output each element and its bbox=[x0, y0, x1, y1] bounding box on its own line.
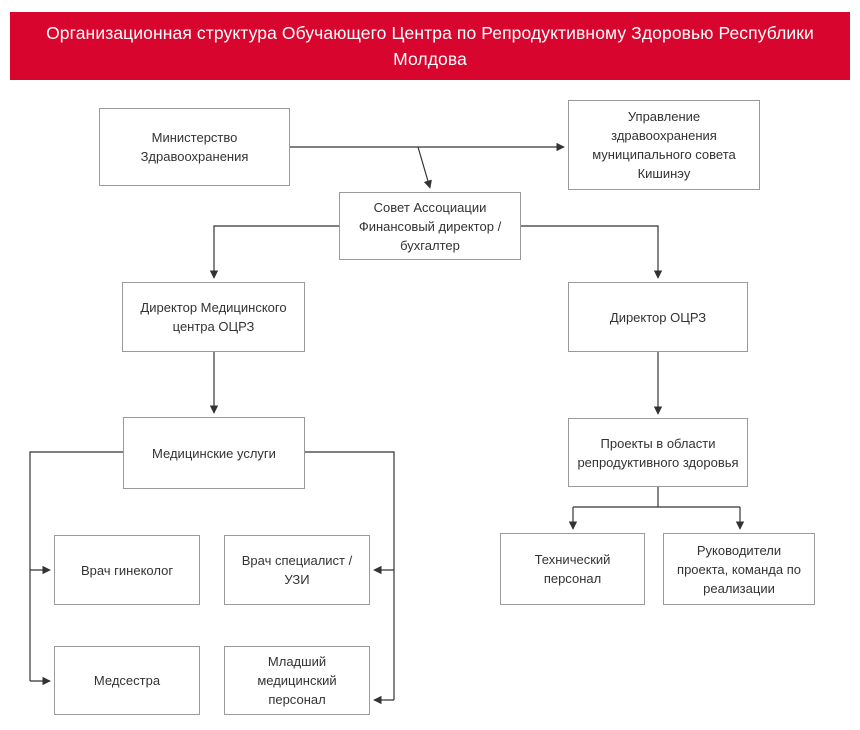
node-reproductive-health-projects-label: Проекты в области репродуктивного здоров… bbox=[577, 435, 739, 470]
node-association-council-label: Совет Ассоциации Финансовый директор / б… bbox=[358, 199, 502, 253]
edge-council-to-ocrz-director bbox=[521, 225, 663, 279]
node-medical-center-director-label: Директор Медицинского центра ОЦРЗ bbox=[140, 300, 287, 334]
node-specialist-ultrasound-label: Врач специалист / УЗИ bbox=[241, 553, 353, 587]
node-ministry-label: Министерство Здравоохранения bbox=[140, 130, 249, 164]
node-project-leaders-label: Руководители проекта, команда по реализа… bbox=[677, 542, 801, 596]
edge-medical-services-right-spine bbox=[305, 451, 395, 700]
node-nurse[interactable]: Медсестра bbox=[54, 646, 200, 715]
node-medical-center-director[interactable]: Директор Медицинского центра ОЦРЗ bbox=[122, 282, 305, 352]
node-gynecologist-label: Врач гинеколог bbox=[80, 562, 174, 578]
node-junior-medical-staff-label: Младший медицинский персонал bbox=[257, 654, 337, 707]
node-association-council[interactable]: Совет Ассоциации Финансовый директор / б… bbox=[339, 192, 521, 260]
edge-ministry-to-council bbox=[417, 146, 432, 189]
org-chart-canvas: Министерство Здравоохранения Управление … bbox=[0, 80, 860, 730]
node-project-leaders[interactable]: Руководители проекта, команда по реализа… bbox=[663, 533, 815, 605]
page-title: Организационная структура Обучающего Цен… bbox=[46, 23, 814, 69]
node-gynecologist[interactable]: Врач гинеколог bbox=[54, 535, 200, 605]
node-ministry[interactable]: Министерство Здравоохранения bbox=[99, 108, 290, 186]
title-banner: Организационная структура Обучающего Цен… bbox=[10, 12, 850, 80]
node-nurse-label: Медсестра bbox=[93, 673, 161, 688]
node-technical-staff-label: Технический персонал bbox=[534, 552, 611, 586]
node-technical-staff[interactable]: Технический персонал bbox=[500, 533, 645, 605]
node-reproductive-health-projects[interactable]: Проекты в области репродуктивного здоров… bbox=[568, 418, 748, 487]
node-ocrz-director[interactable]: Директор ОЦРЗ bbox=[568, 282, 748, 352]
node-medical-services[interactable]: Медицинские услуги bbox=[123, 417, 305, 489]
node-municipal-health-directorate-label: Управление здравоохранения муниципальног… bbox=[592, 109, 736, 181]
node-municipal-health-directorate[interactable]: Управление здравоохранения муниципальног… bbox=[568, 100, 760, 190]
edge-medical-services-left-spine bbox=[29, 451, 123, 681]
node-ocrz-director-label: Директор ОЦРЗ bbox=[609, 309, 707, 325]
connector-lines bbox=[29, 142, 745, 705]
edge-council-to-med-center-director bbox=[209, 225, 339, 279]
edge-repro-projects-split bbox=[573, 487, 740, 508]
node-junior-medical-staff[interactable]: Младший медицинский персонал bbox=[224, 646, 370, 715]
node-medical-services-label: Медицинские услуги bbox=[152, 445, 276, 461]
node-specialist-ultrasound[interactable]: Врач специалист / УЗИ bbox=[224, 535, 370, 605]
